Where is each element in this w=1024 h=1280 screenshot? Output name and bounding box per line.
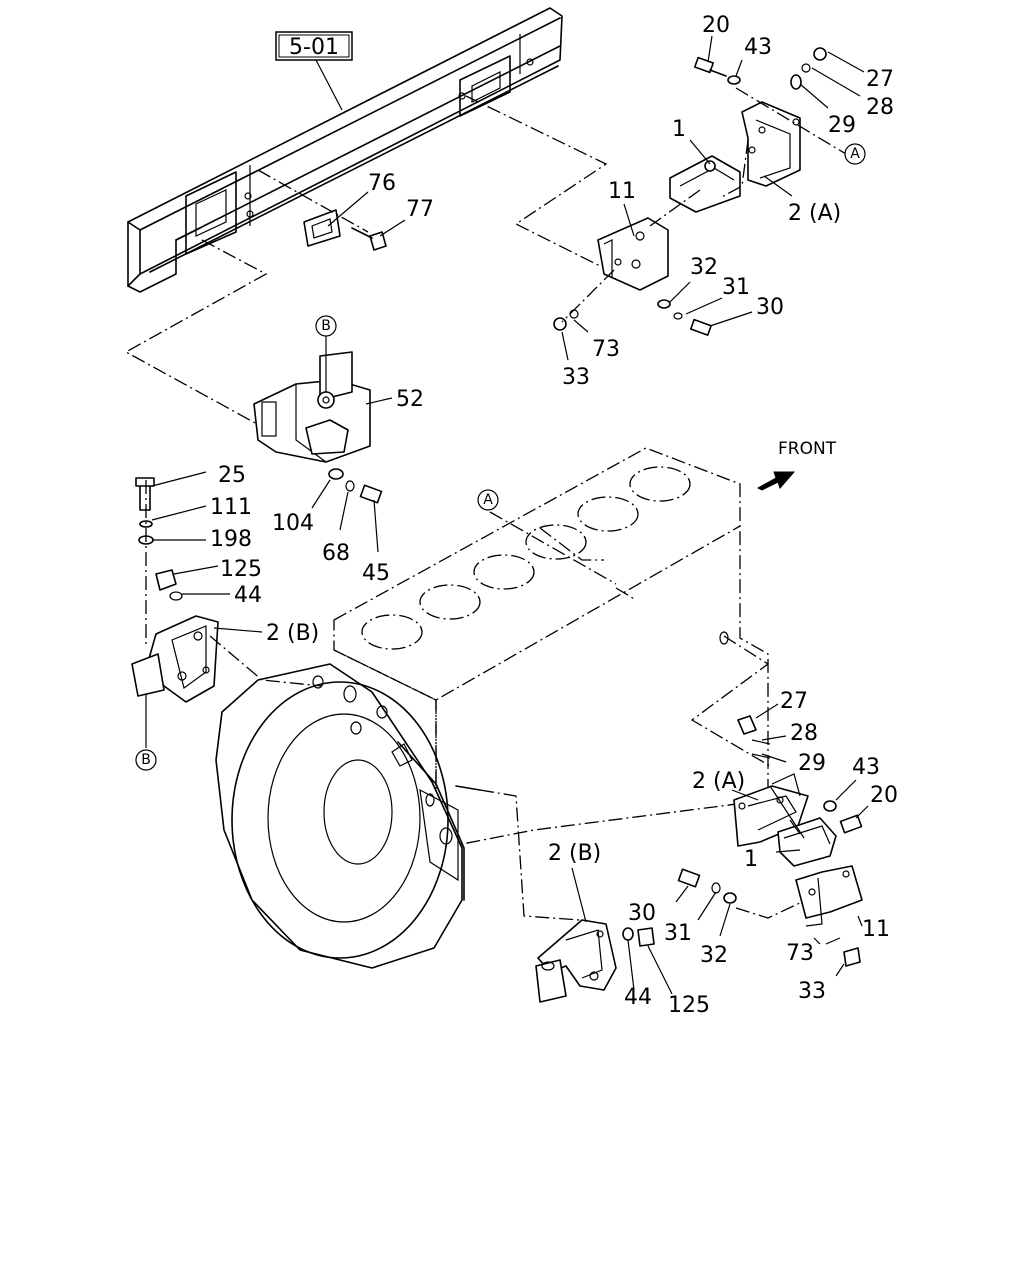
bracket-76 — [303, 191, 406, 251]
callout-33-bottom: 33 — [798, 979, 826, 1004]
callout-111: 111 — [210, 495, 252, 520]
construction-lines-engine — [209, 511, 803, 921]
callout-29-bottom: 29 — [798, 751, 826, 776]
fasteners-bottom-right — [677, 715, 863, 967]
bracket-11-bottom — [795, 865, 863, 927]
callout-11-bottom: 11 — [862, 917, 890, 942]
callout-32-bottom: 32 — [700, 943, 728, 968]
callout-2b: 2 (B) — [266, 621, 319, 646]
callout-73-bottom: 73 — [786, 941, 814, 966]
callout-11: 11 — [608, 179, 636, 204]
callout-28-bottom: 28 — [790, 721, 818, 746]
callout-44: 44 — [234, 583, 262, 608]
callout-44-bottom: 44 — [624, 985, 652, 1010]
callout-52: 52 — [396, 387, 424, 412]
callout-104: 104 — [272, 511, 314, 536]
construction-lines-top — [124, 95, 608, 431]
callout-68: 68 — [322, 541, 350, 566]
callout-32: 32 — [690, 255, 718, 280]
callout-31: 31 — [722, 275, 750, 300]
callout-28: 28 — [866, 95, 894, 120]
callout-198: 198 — [210, 527, 252, 552]
insulator-1-top — [669, 155, 741, 213]
leaders-top-mount — [561, 35, 865, 361]
bracket-11-top — [597, 217, 669, 291]
callout-29: 29 — [828, 113, 856, 138]
callout-30-bottom: 30 — [628, 901, 656, 926]
engine-bracket-2b-left — [131, 615, 263, 748]
rear-mount-52 — [253, 336, 393, 463]
mount-bracket-2a-top — [741, 101, 801, 187]
leaders-bottom-right — [675, 703, 869, 977]
callout-30: 30 — [756, 295, 784, 320]
engine-bracket-2b-bottom — [535, 867, 673, 1003]
left-fastener-stack — [135, 471, 230, 648]
callout-33: 33 — [562, 365, 590, 390]
reference-box-label: 5-01 — [289, 35, 339, 60]
marker-a-engine: A — [477, 489, 499, 511]
callout-73: 73 — [592, 337, 620, 362]
callout-25: 25 — [218, 463, 246, 488]
callout-27-bottom: 27 — [780, 689, 808, 714]
flywheel-housing — [215, 663, 481, 969]
callout-2a: 2 (A) — [788, 201, 841, 226]
callout-2a-bottom: 2 (A) — [692, 769, 745, 794]
callout-labels: 20 43 27 28 29 1 2 (A) 76 77 11 32 31 30… — [210, 13, 898, 1018]
marker-a-top: A — [844, 143, 866, 165]
callout-125-bottom: 125 — [668, 993, 710, 1018]
callout-43: 43 — [744, 35, 772, 60]
svg-text:B: B — [321, 318, 331, 334]
callout-20-bottom: 20 — [870, 783, 898, 808]
callout-27: 27 — [866, 67, 894, 92]
marker-b-upper: B — [315, 315, 337, 337]
chassis-frame-rail — [127, 7, 563, 293]
insulator-1-bottom — [777, 817, 837, 867]
callout-1: 1 — [672, 117, 686, 142]
callout-20: 20 — [702, 13, 730, 38]
callout-2b-bottom: 2 (B) — [548, 841, 601, 866]
front-direction-indicator: FRONT — [756, 439, 837, 491]
front-arrow-icon — [756, 471, 796, 491]
svg-text:B: B — [141, 752, 151, 768]
callout-1-bottom: 1 — [744, 847, 758, 872]
callout-125: 125 — [220, 557, 262, 582]
leader-76 — [257, 169, 369, 233]
reference-box: 5-01 — [275, 31, 353, 111]
callout-31-bottom: 31 — [664, 921, 692, 946]
front-label: FRONT — [778, 439, 837, 459]
callout-77: 77 — [406, 197, 434, 222]
fasteners-top — [553, 47, 827, 336]
marker-b-lower: B — [135, 749, 157, 771]
callout-76: 76 — [368, 171, 396, 196]
callout-43-bottom: 43 — [852, 755, 880, 780]
svg-text:A: A — [483, 492, 493, 508]
fasteners-rear-mount — [311, 468, 383, 553]
callout-45: 45 — [362, 561, 390, 586]
svg-text:A: A — [850, 146, 860, 162]
